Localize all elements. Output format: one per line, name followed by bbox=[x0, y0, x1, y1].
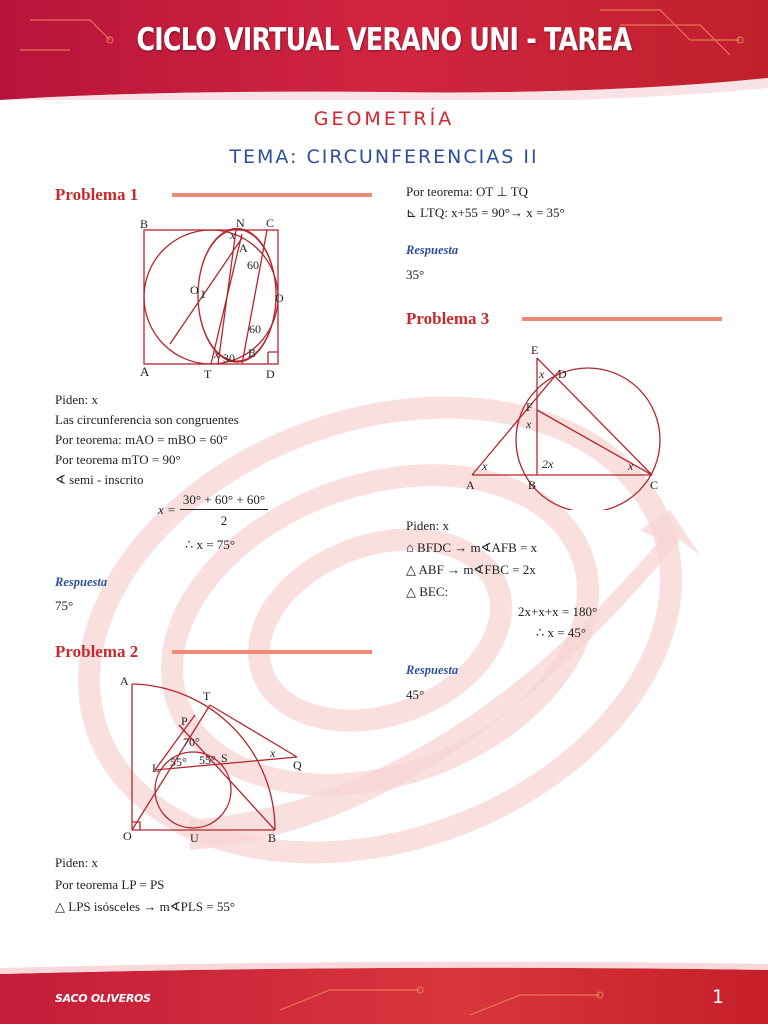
p1-line-3: Por teorema: mAO = mBO = 60° bbox=[55, 432, 228, 447]
p2-label-B: B bbox=[268, 831, 276, 845]
p1-label-O: O bbox=[275, 291, 284, 305]
p1-formula-numerator: 30° + 60° + 60° bbox=[180, 491, 268, 510]
page-number: 1 bbox=[712, 986, 725, 1008]
p1-formula-lhs: x = bbox=[158, 502, 176, 517]
p1-label-30: 30 bbox=[223, 351, 235, 365]
problem-2-figure: A T P 70° L 55° 55° S x Q O U B bbox=[120, 674, 302, 845]
p3-answer-label: Respuesta bbox=[406, 663, 459, 677]
footer-banner bbox=[0, 960, 768, 1024]
p2-answer: 35° bbox=[406, 267, 425, 282]
p3-label-x1: x bbox=[538, 367, 545, 381]
p1-label-D: D bbox=[266, 367, 275, 381]
p1-label-x2: x bbox=[213, 347, 220, 361]
p1-label-A: A bbox=[239, 241, 248, 255]
p2-label-x: x bbox=[269, 746, 276, 760]
footer-brand: SACO OLIVEROS bbox=[55, 992, 151, 1005]
p1-line-2: Las circunferencia son congruentes bbox=[55, 412, 239, 427]
p3-label-F: F bbox=[526, 400, 533, 414]
p3-label-D: D bbox=[558, 367, 567, 381]
subject-title: GEOMETRÍA bbox=[313, 108, 455, 130]
p2-line-3: △ LPS isósceles → m∢PLS = 55° bbox=[55, 899, 236, 914]
p3-label-xA: x bbox=[481, 459, 488, 473]
problem-1-rule bbox=[172, 193, 372, 197]
watermark-logo bbox=[78, 396, 700, 864]
p3-line-4: △ BEC: bbox=[406, 584, 449, 599]
p2-label-L: L bbox=[152, 761, 159, 775]
p3-line-3: △ ABF → m∢FBC = 2x bbox=[406, 562, 536, 577]
p2-line-1: Piden: x bbox=[55, 855, 98, 870]
p2-continued-line-1: Por teorema: OT ⊥ TQ bbox=[406, 184, 529, 199]
p2-continued-line-2: ⊾ LTQ: x+55 = 90°→ x = 35° bbox=[406, 205, 565, 220]
p2-label-55a: 55° bbox=[170, 755, 187, 769]
p1-label-O1-sub: 1 bbox=[200, 287, 206, 301]
p3-label-A: A bbox=[466, 478, 475, 492]
problem-2-heading: Problema 2 bbox=[55, 642, 139, 661]
p1-line-5: ∢ semi - inscrito bbox=[55, 472, 144, 487]
p1-label-A2: T bbox=[204, 367, 212, 381]
p3-equation: 2x+x+x = 180° bbox=[518, 604, 598, 619]
p2-label-T: T bbox=[203, 689, 211, 703]
p1-label-O1: O bbox=[190, 283, 199, 297]
p1-result: ∴ x = 75° bbox=[185, 537, 236, 552]
p2-label-Q: Q bbox=[293, 758, 302, 772]
p1-label-B: B bbox=[140, 217, 148, 231]
page-header-title: CICLO VIRTUAL VERANO UNI - TAREA bbox=[136, 22, 632, 58]
p1-formula-denominator: 2 bbox=[220, 513, 228, 528]
p3-answer: 45° bbox=[406, 687, 425, 702]
p1-answer-label: Respuesta bbox=[55, 575, 108, 589]
p1-label-N: N bbox=[236, 216, 245, 230]
p2-label-S: S bbox=[221, 751, 228, 765]
problem-1-heading: Problema 1 bbox=[55, 185, 139, 204]
p2-line-2: Por teorema LP = PS bbox=[55, 877, 165, 892]
p3-label-2x: 2x bbox=[542, 457, 554, 471]
p2-label-A: A bbox=[120, 674, 129, 688]
p3-line-2: ⌂ BFDC → m∢AFB = x bbox=[406, 540, 538, 555]
p2-label-70: 70° bbox=[183, 735, 200, 749]
p2-label-O: O bbox=[123, 829, 132, 843]
p1-answer: 75° bbox=[55, 598, 74, 613]
p1-label-A-bottom: A bbox=[140, 364, 150, 379]
problem-2-rule bbox=[172, 650, 372, 654]
p3-label-x2: x bbox=[525, 417, 532, 431]
p1-label-C: C bbox=[266, 216, 274, 230]
p3-result: ∴ x = 45° bbox=[536, 625, 587, 640]
p1-label-B2: B bbox=[248, 346, 256, 360]
problem-3-figure: E D x F x A x B 2x x C bbox=[466, 343, 661, 510]
p3-label-C: C bbox=[650, 478, 658, 492]
footer-background bbox=[0, 961, 768, 1024]
p2-label-55b: 55° bbox=[199, 753, 216, 767]
topic-title: TEMA: CIRCUNFERENCIAS II bbox=[229, 146, 539, 168]
problem-3-heading: Problema 3 bbox=[406, 309, 490, 328]
p1-label-60a: 60 bbox=[247, 258, 259, 272]
p1-line-4: Por teorema mTO = 90° bbox=[55, 452, 181, 467]
p2-answer-label: Respuesta bbox=[406, 243, 459, 257]
p1-line-1: Piden: x bbox=[55, 392, 98, 407]
p3-line-1: Piden: x bbox=[406, 518, 449, 533]
p3-label-B: B bbox=[528, 478, 536, 492]
p1-label-60b: 60 bbox=[249, 322, 261, 336]
p1-label-x: x bbox=[229, 228, 236, 242]
p3-label-E: E bbox=[531, 343, 538, 357]
p3-label-xC: x bbox=[627, 459, 634, 473]
problem-3-rule bbox=[522, 317, 722, 321]
p2-label-P: P bbox=[181, 714, 188, 728]
p2-label-U: U bbox=[190, 831, 199, 845]
problem-1-figure: B N C x A 60 O 1 O 60 B x 30 T D bbox=[140, 216, 284, 381]
